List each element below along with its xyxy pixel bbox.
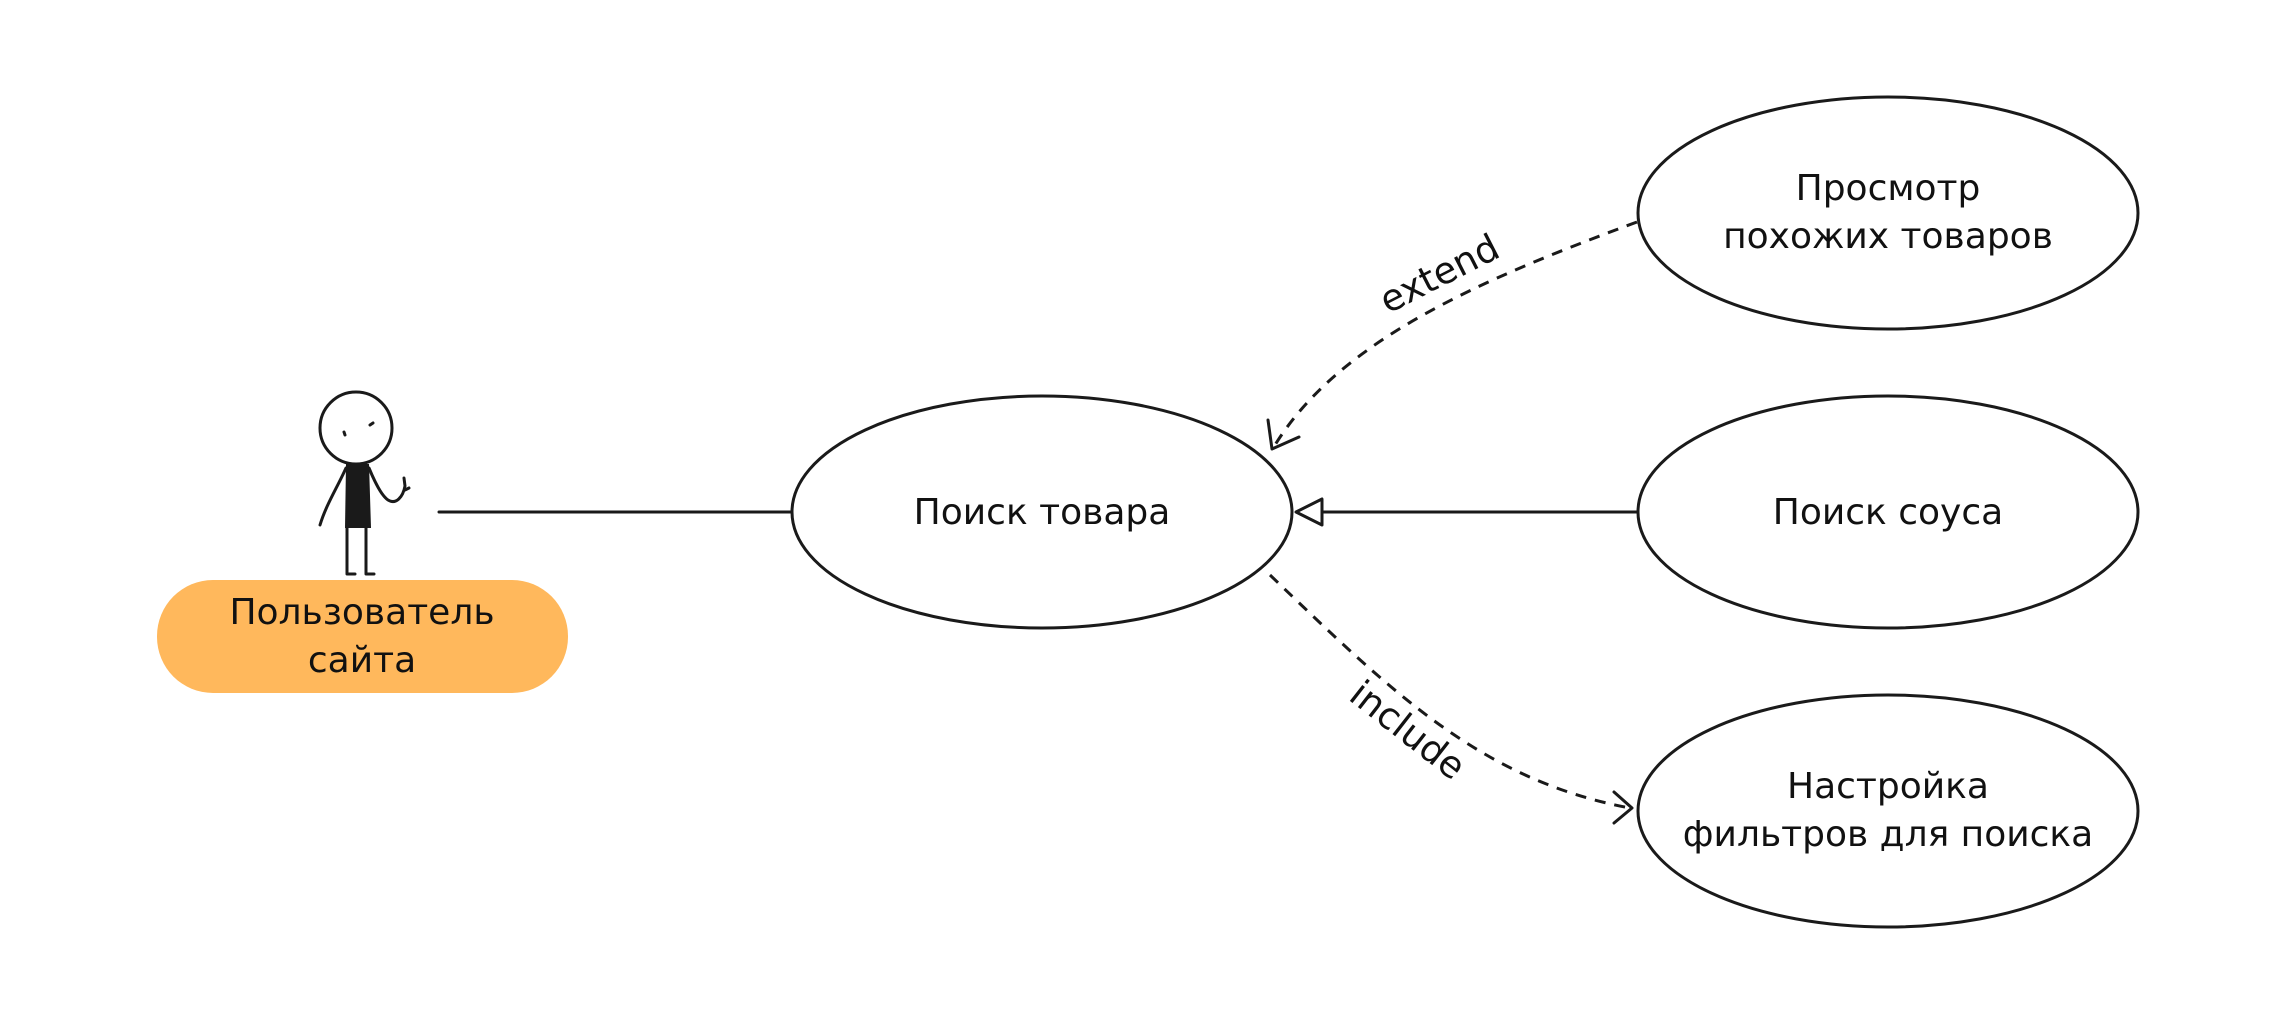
actor-label-badge: Пользователь сайта [157, 580, 568, 693]
generalization-arrow [1294, 497, 1642, 527]
use-case-search-filters: Настройка фильтров для поиска [1636, 693, 2140, 929]
extend-label: extend [1372, 226, 1506, 323]
use-case-filters-line2: фильтров для поиска [1683, 814, 2093, 855]
extend-arrow [1266, 220, 1638, 451]
use-case-similar-line1: Просмотр [1796, 168, 1981, 209]
use-case-similar-products: Просмотр похожих товаров [1636, 95, 2140, 331]
actor-label-line2: сайта [308, 640, 416, 681]
include-label: include [1342, 672, 1474, 788]
use-case-similar-line2: похожих товаров [1723, 216, 2053, 257]
stick-figure-user-icon [318, 390, 411, 576]
include-arrow [1268, 573, 1634, 825]
actor-label-line1: Пользователь [229, 592, 494, 633]
use-case-sauce-label: Поиск соуса [1773, 492, 2003, 533]
use-case-main: Поиск товара [790, 394, 1294, 630]
use-case-filters-line1: Настройка [1787, 766, 1989, 807]
use-case-main-label: Поиск товара [914, 492, 1171, 533]
use-case-sauce-search: Поиск соуса [1636, 394, 2140, 630]
